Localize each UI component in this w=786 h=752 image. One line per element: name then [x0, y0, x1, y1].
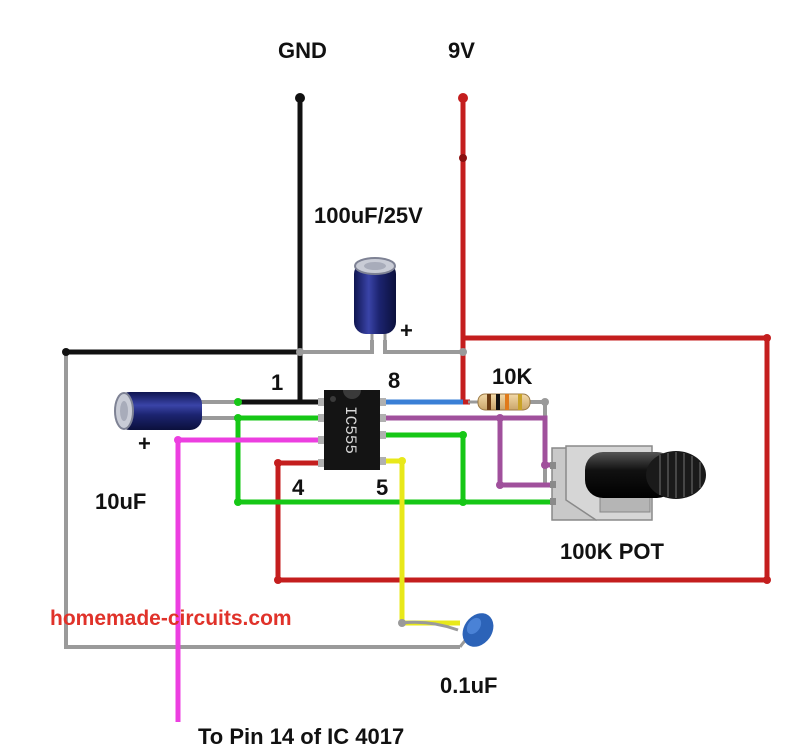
- ic-marking: IC555: [341, 406, 359, 454]
- vcc-terminal: [458, 93, 468, 103]
- electrolytic-capacitor-icon: [354, 257, 396, 345]
- ic-chip-icon: IC555: [318, 390, 386, 470]
- gnd-wire: [66, 98, 322, 405]
- supply-capacitor-plus: +: [400, 318, 413, 343]
- timing-capacitor-label: 10uF: [95, 489, 147, 514]
- ceramic-capacitor-icon: [401, 613, 494, 648]
- potentiometer-label: 100K POT: [560, 539, 664, 564]
- control-capacitor-label: 0.1uF: [440, 673, 498, 698]
- supply-capacitor-label: 100uF/25V: [314, 203, 423, 228]
- junction-dots: [234, 398, 559, 506]
- timing-capacitor-plus: +: [138, 431, 151, 456]
- potentiometer-icon: [550, 445, 706, 521]
- purple-wires: [382, 415, 555, 488]
- pin-8-label: 8: [388, 368, 401, 393]
- vcc-label: 9V: [448, 38, 475, 63]
- electrolytic-capacitor-icon: [114, 392, 202, 430]
- pin-4-label: 4: [292, 475, 305, 500]
- resistor-icon: [468, 393, 549, 411]
- gnd-label: GND: [278, 38, 327, 63]
- pin-1-label: 1: [271, 370, 284, 395]
- output-label: To Pin 14 of IC 4017: [198, 724, 405, 749]
- pin-5-label: 5: [376, 475, 389, 500]
- watermark: homemade-circuits.com: [50, 607, 292, 630]
- yellow-wire: [382, 458, 460, 626]
- gnd-terminal: [295, 93, 305, 103]
- resistor-label: 10K: [492, 364, 533, 389]
- vcc-wire: [275, 98, 770, 583]
